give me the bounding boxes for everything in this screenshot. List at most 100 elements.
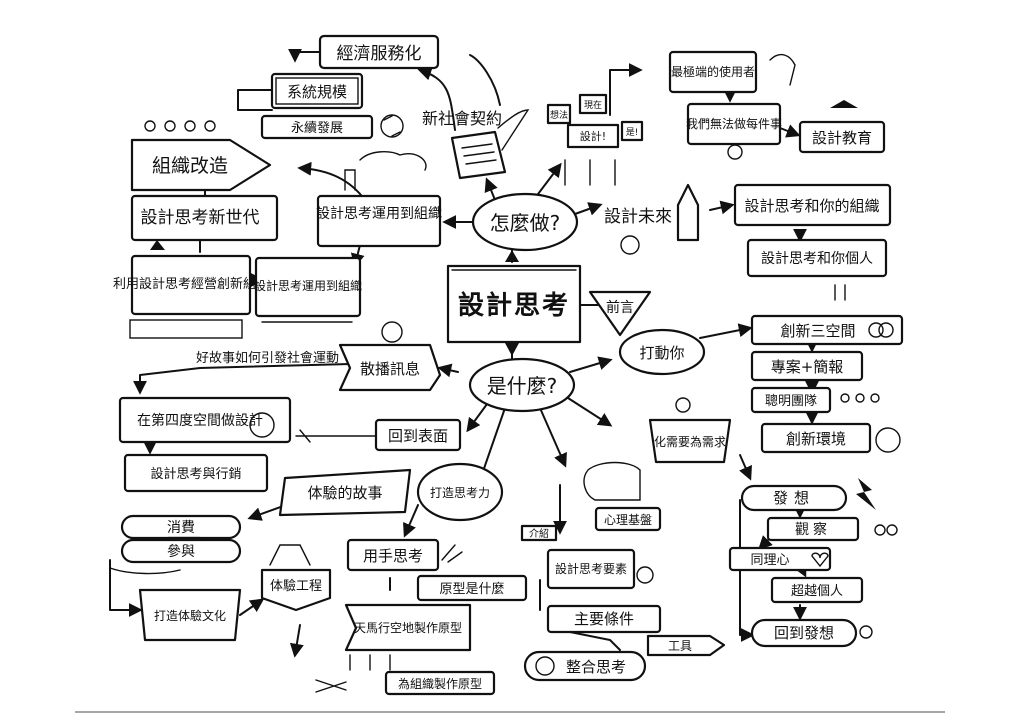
org-apply-label: 設計思考運用到組織 bbox=[316, 206, 442, 222]
intro-label: 介紹 bbox=[529, 527, 549, 540]
imagine-prototype-node: 天馬行空地製作原型 bbox=[344, 603, 472, 652]
integrate-label: 整合思考 bbox=[566, 658, 626, 676]
back-to-surface-node: 回到表面 bbox=[295, 418, 462, 452]
elements-label: 設計思考要素 bbox=[555, 561, 627, 576]
economy-node: 經濟服務化 bbox=[318, 34, 440, 70]
economy-label: 經濟服務化 bbox=[337, 44, 422, 64]
what-hub-label: 是什麼? bbox=[487, 374, 558, 398]
innovation-node: 利用設計思考經營創新組合 bbox=[113, 254, 269, 339]
org-change-label: 組織改造 bbox=[152, 155, 228, 177]
observe-label: 觀察 bbox=[795, 521, 831, 538]
system-scale-label: 系統規模 bbox=[287, 83, 347, 101]
design-education-label: 設計教育 bbox=[812, 129, 872, 147]
psychology-label: 心理基盤 bbox=[604, 513, 652, 527]
how-hub-label: 怎麼做? bbox=[490, 211, 561, 235]
touch-you-node: 打動你 bbox=[618, 328, 706, 376]
spread-story-node: 散播訊息 bbox=[338, 321, 442, 392]
org-apply-node: 設計思考運用到組織 bbox=[316, 151, 442, 248]
participation-label: 參與 bbox=[167, 544, 195, 560]
smart-team-label: 聰明團隊 bbox=[765, 393, 817, 409]
elements-node: 設計思考要素 bbox=[546, 548, 654, 590]
dt-and-org-node: 設計思考和你的組織 bbox=[733, 183, 892, 227]
system-scale-node: 系統規模 bbox=[270, 72, 364, 110]
fourth-dimension-label: 在第四度空間做設計 bbox=[137, 412, 263, 429]
empathy-node: 同理心 bbox=[728, 546, 832, 572]
innovation-label: 利用設計思考經營創新組合 bbox=[113, 276, 269, 292]
dt-marketing-label: 設計思考與行銷 bbox=[150, 466, 241, 482]
environment-label: 創新環境 bbox=[786, 430, 846, 448]
return-idea-node: 回到發想 bbox=[750, 618, 873, 648]
design-signs: 想法 現在 設計! 是! bbox=[546, 93, 644, 186]
project-brief-node: 專案+簡報 bbox=[750, 350, 864, 382]
touch-you-label: 打動你 bbox=[639, 344, 684, 362]
cannot-do-node: 我們無法做每件事 bbox=[686, 102, 782, 160]
project-brief-label: 專案+簡報 bbox=[771, 358, 844, 376]
experience-eng-label: 体驗工程 bbox=[270, 579, 322, 594]
org-apply2-label: 設計思考運用到組織 bbox=[254, 278, 362, 293]
build-thinking-node: 打造思考力 bbox=[416, 462, 504, 522]
observe-node: 觀察 bbox=[766, 516, 898, 542]
main-conditions-node: 主要條件 bbox=[546, 604, 662, 634]
what-hub: 是什麼? bbox=[468, 357, 576, 413]
main-conditions-label: 主要條件 bbox=[574, 610, 634, 628]
ideation-label: 發想 bbox=[773, 489, 815, 507]
need-to-demand-node: 化需要為需求 bbox=[648, 397, 732, 464]
empathy-label: 同理心 bbox=[750, 553, 789, 568]
environment-node: 創新環境 bbox=[760, 422, 901, 454]
beyond-individual-label: 超越個人 bbox=[791, 584, 843, 599]
sign-now-label: 現在 bbox=[584, 99, 602, 111]
how-hub: 怎麼做? bbox=[471, 192, 579, 252]
integrate-node: 整合思考 bbox=[523, 650, 647, 682]
new-generation-node: 設計思考新世代 bbox=[130, 194, 279, 250]
consumption-node: 消費 bbox=[120, 514, 242, 540]
org-prototype-label: 為組織製作原型 bbox=[398, 677, 482, 691]
experience-story-node: 体驗的故事 bbox=[278, 468, 412, 517]
experience-culture-node: 打造体驗文化 bbox=[109, 567, 242, 642]
psychology-node: 心理基盤 bbox=[583, 461, 662, 532]
spread-story-label: 散播訊息 bbox=[360, 360, 420, 378]
beyond-individual-node: 超越個人 bbox=[770, 576, 864, 604]
experience-story-label: 体驗的故事 bbox=[307, 484, 382, 502]
smart-team-node: 聰明團隊 bbox=[750, 386, 880, 414]
consumption-label: 消費 bbox=[167, 520, 195, 536]
dt-marketing-node: 設計思考與行銷 bbox=[123, 453, 269, 493]
cannot-do-label: 我們無法做每件事 bbox=[686, 116, 782, 131]
dt-and-you-label: 設計思考和你個人 bbox=[761, 251, 873, 267]
return-idea-label: 回到發想 bbox=[774, 624, 834, 642]
three-spaces-label: 創新三空間 bbox=[780, 322, 855, 340]
sustainability-label: 永續發展 bbox=[291, 121, 343, 136]
tools-node: 工具 bbox=[646, 634, 726, 657]
extreme-users-label: 最極端的使用者 bbox=[671, 64, 755, 79]
dt-and-org-label: 設計思考和你的組織 bbox=[744, 197, 879, 215]
ideation-node: 發想 bbox=[740, 478, 876, 512]
sign-idea-label: 想法 bbox=[550, 109, 568, 121]
center-label: 設計思考 bbox=[458, 290, 570, 321]
hand-thinking-label: 用手思考 bbox=[363, 547, 423, 565]
imagine-prototype-label: 天馬行空地製作原型 bbox=[354, 621, 462, 635]
sign-yes-label: 是! bbox=[626, 127, 639, 138]
social-contract-node: 新社會契約 bbox=[422, 109, 530, 180]
org-change-node: 組織改造 bbox=[130, 120, 272, 192]
what-prototype-label: 原型是什麼 bbox=[439, 582, 504, 597]
good-story-line: 好故事如何引發社會運動 bbox=[196, 350, 339, 366]
three-spaces-node: 創新三空間 bbox=[750, 314, 904, 346]
preface-node: 前言 bbox=[588, 290, 652, 337]
sustainability-node: 永續發展 bbox=[260, 114, 404, 140]
good-story-node: 好故事如何引發社會運動 bbox=[196, 350, 339, 366]
experience-culture-label: 打造体驗文化 bbox=[154, 608, 226, 623]
extreme-users-node: 最極端的使用者 bbox=[668, 50, 796, 94]
new-generation-label: 設計思考新世代 bbox=[141, 208, 260, 228]
fourth-dimension-node: 在第四度空間做設計 bbox=[118, 396, 292, 444]
tools-label: 工具 bbox=[668, 639, 692, 653]
participation-node: 參與 bbox=[120, 538, 242, 564]
org-prototype-node: 為組織製作原型 bbox=[315, 654, 496, 696]
sign-design-label: 設計! bbox=[580, 129, 606, 143]
org-apply2-node: 設計思考運用到組織 bbox=[254, 256, 362, 323]
dt-and-you-node: 設計思考和你個人 bbox=[746, 238, 888, 301]
what-prototype-node: 原型是什麼 bbox=[416, 574, 528, 602]
design-future-node: 設計未來 bbox=[604, 183, 700, 255]
build-thinking-label: 打造思考力 bbox=[430, 486, 490, 500]
design-education-node: 設計教育 bbox=[798, 100, 886, 154]
back-to-surface-label: 回到表面 bbox=[388, 427, 448, 445]
